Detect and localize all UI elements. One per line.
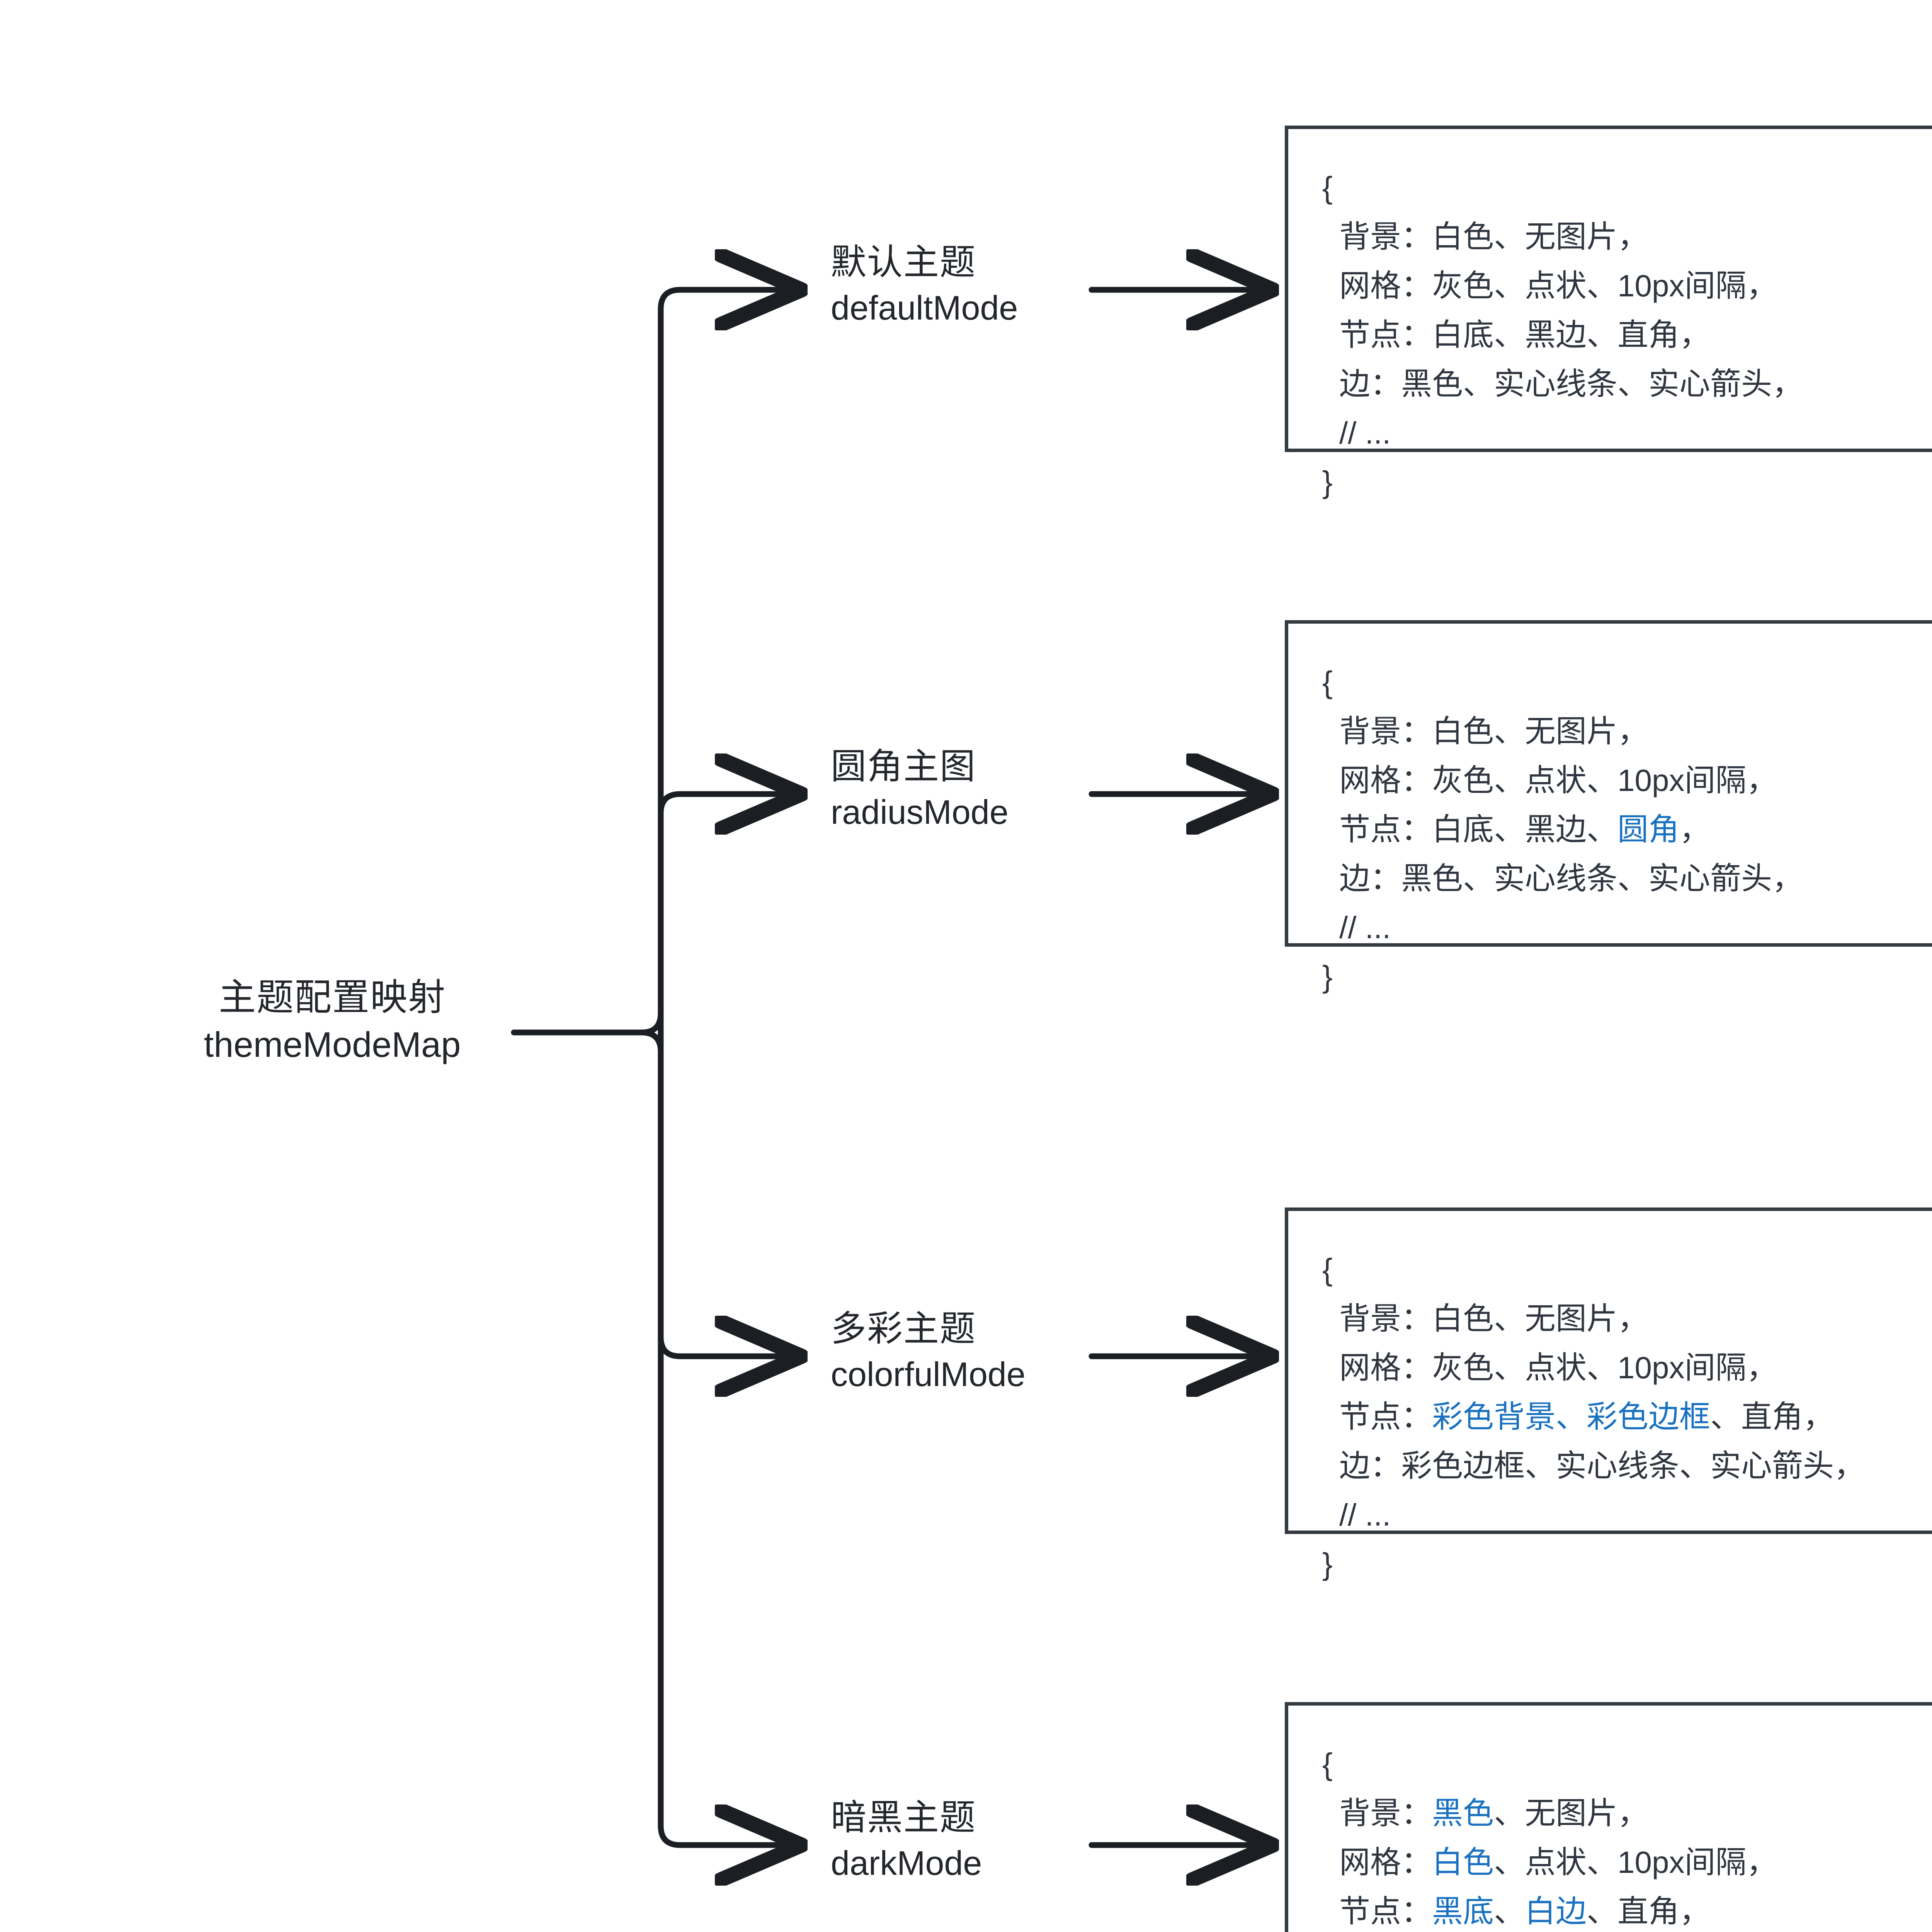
- code-line-3: 节点：白底、黑边、直角，: [1322, 310, 1932, 359]
- code-text: 、: [1494, 1894, 1525, 1929]
- branch-label-radiusmode[interactable]: 圆角主图 radiusMode: [831, 744, 1217, 834]
- branch-label-en: colorfulMode: [831, 1355, 1026, 1393]
- config-box-darkmode[interactable]: {背景：黑色、无图片，网格：白色、点状、10px间隔，节点：黑底、白边、直角，边…: [1285, 1702, 1932, 1932]
- branch-label-cn: 多彩主题: [831, 1309, 976, 1349]
- code-open-brace: {: [1322, 1252, 1333, 1287]
- code-open-brace: {: [1322, 665, 1333, 699]
- code-text: 节点：白底、黑边、直角，: [1339, 318, 1710, 352]
- config-box-defaultmode[interactable]: {背景：白色、无图片， 网格：灰色、点状、10px间隔， 节点：白底、黑边、直角， 边…: [1285, 126, 1932, 499]
- code-line-4: 边：彩色边框、实心线条、实心箭头，: [1322, 1441, 1932, 1490]
- code-open-brace: {: [1322, 1747, 1333, 1781]
- code-text: 网格：灰色、点状、10px间隔，: [1339, 1350, 1777, 1385]
- code-line-1: 背景：黑色、无图片，: [1322, 1789, 1932, 1838]
- edge-branch-4: [658, 1826, 796, 1845]
- code-text: 网格：灰色、点状、10px间隔，: [1339, 269, 1777, 303]
- root-node-label-en: themeModeMap: [204, 1025, 461, 1065]
- root-node-label-cn: 主题配置映射: [219, 977, 446, 1018]
- code-highlight-token: 黑底: [1432, 1894, 1494, 1929]
- code-line-1: 背景：白色、无图片，: [1322, 707, 1932, 756]
- config-box-content: {背景：黑色、无图片，网格：白色、点状、10px间隔，节点：黑底、白边、直角，边…: [1322, 1740, 1932, 1932]
- code-open-brace: {: [1322, 170, 1333, 205]
- code-line-1: 背景：白色、无图片，: [1322, 212, 1932, 261]
- code-text: 、直角，: [1710, 1400, 1834, 1434]
- config-box-colorfulmode[interactable]: {背景：白色、无图片， 网格：灰色、点状、10px间隔， 节点：彩色背景、彩色边框、…: [1285, 1208, 1932, 1581]
- code-text: 、直角，: [1587, 1894, 1710, 1929]
- code-line-5: // ...: [1322, 408, 1932, 457]
- branch-label-cn: 暗黑主题: [831, 1798, 976, 1837]
- code-close-brace: }: [1322, 959, 1333, 994]
- code-line-5: // ...: [1322, 1490, 1932, 1539]
- code-line-3: 节点：彩色背景、彩色边框、直角，: [1322, 1392, 1932, 1441]
- code-text: 网格：: [1339, 1845, 1432, 1879]
- root-node[interactable]: 主题配置映射 themeModeMap: [116, 974, 549, 1068]
- code-line-3: 节点：白底、黑边、圆角，: [1322, 805, 1932, 854]
- code-line-5: // ...: [1322, 903, 1932, 952]
- code-text: 、点状、10px间隔，: [1494, 1845, 1777, 1879]
- code-text: 背景：白色、无图片，: [1339, 1301, 1648, 1336]
- code-text: 、无图片，: [1494, 1796, 1648, 1830]
- code-text: // ...: [1339, 416, 1391, 450]
- config-box-content: {背景：白色、无图片， 网格：灰色、点状、10px间隔， 节点：白底、黑边、直角， 边…: [1322, 163, 1932, 507]
- code-highlight-token: 白色: [1432, 1845, 1494, 1879]
- code-text: 网格：灰色、点状、10px间隔，: [1339, 763, 1777, 798]
- edge-branch-1: [658, 290, 796, 309]
- code-line-2: 网格：灰色、点状、10px间隔，: [1322, 261, 1932, 310]
- code-text: 节点：: [1339, 1894, 1432, 1929]
- branch-label-colorfulmode[interactable]: 多彩主题 colorfulMode: [831, 1306, 1217, 1396]
- code-text: ，: [1679, 812, 1710, 847]
- code-text: 边：彩色边框、实心线条、实心箭头，: [1339, 1449, 1865, 1483]
- code-highlight-token: 黑色: [1432, 1796, 1494, 1830]
- edge-branch-2: [658, 794, 796, 813]
- code-text: 边：黑色、实心线条、实心箭头，: [1339, 861, 1803, 896]
- branch-label-cn: 圆角主图: [831, 747, 976, 786]
- code-highlight-token: 白边: [1525, 1894, 1587, 1929]
- code-line-2: 网格：灰色、点状、10px间隔，: [1322, 1343, 1932, 1392]
- code-text: // ...: [1339, 910, 1391, 945]
- code-line-2: 网格：灰色、点状、10px间隔，: [1322, 756, 1932, 805]
- code-line-1: 背景：白色、无图片，: [1322, 1294, 1932, 1343]
- branch-label-defaultmode[interactable]: 默认主题 defaultMode: [831, 240, 1217, 330]
- code-line-3: 节点：黑底、白边、直角，: [1322, 1887, 1932, 1932]
- branch-label-en: radiusMode: [831, 793, 1009, 831]
- code-text: 背景：白色、无图片，: [1339, 219, 1648, 254]
- code-close-brace: }: [1322, 465, 1333, 499]
- config-box-radiusmode[interactable]: {背景：白色、无图片， 网格：灰色、点状、10px间隔， 节点：白底、黑边、圆角， 边…: [1285, 620, 1932, 994]
- code-line-2: 网格：白色、点状、10px间隔，: [1322, 1838, 1932, 1887]
- branch-label-en: darkMode: [831, 1844, 982, 1882]
- edge-branch-3: [658, 1337, 796, 1356]
- code-line-4: 边：黑色、实心线条、实心箭头，: [1322, 359, 1932, 408]
- branch-label-darkmode[interactable]: 暗黑主题 darkMode: [831, 1795, 1217, 1885]
- code-text: 背景：: [1339, 1796, 1432, 1830]
- code-line-4: 边：黑色、实心线条、实心箭头，: [1322, 854, 1932, 903]
- code-text: 背景：白色、无图片，: [1339, 714, 1648, 748]
- code-text: // ...: [1339, 1498, 1391, 1532]
- config-box-content: {背景：白色、无图片， 网格：灰色、点状、10px间隔， 节点：彩色背景、彩色边框、…: [1322, 1245, 1932, 1588]
- branch-label-en: defaultMode: [831, 288, 1018, 327]
- code-highlight-token: 圆角: [1617, 812, 1679, 847]
- code-close-brace: }: [1322, 1547, 1333, 1581]
- code-text: 节点：白底、黑边、: [1339, 812, 1617, 847]
- code-highlight-token: 彩色背景、彩色边框: [1432, 1400, 1710, 1434]
- code-text: 边：黑色、实心线条、实心箭头，: [1339, 367, 1803, 401]
- branch-label-cn: 默认主题: [831, 243, 976, 282]
- code-text: 节点：: [1339, 1400, 1432, 1434]
- config-box-content: {背景：白色、无图片， 网格：灰色、点状、10px间隔， 节点：白底、黑边、圆角， 边…: [1322, 658, 1932, 1001]
